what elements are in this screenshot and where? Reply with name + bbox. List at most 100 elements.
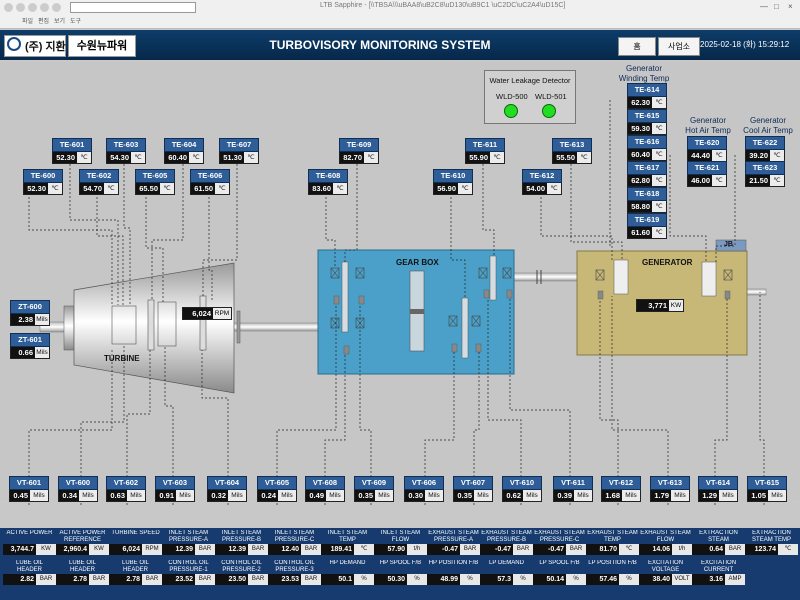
shaft-gearbox-generator: [511, 272, 581, 282]
window-title: LTB Sapphire - [\\TBSA\\\uBAA8\uB2C8\uD1…: [320, 2, 566, 9]
wld-500-label: WLD-500: [496, 92, 528, 101]
company-name: (주) 지환: [25, 41, 66, 53]
back-icon[interactable]: [4, 3, 13, 12]
turbine-bearing-2: [147, 299, 155, 351]
sensor-leader-lines: [28, 100, 765, 505]
home-nav-icon[interactable]: [40, 3, 49, 12]
turbine-inlet-flange: [63, 305, 75, 351]
junction-box: [715, 239, 747, 252]
gearbox-bearings: [330, 267, 512, 329]
menu-file[interactable]: 파일: [22, 19, 34, 25]
turbine-bearing-1: [111, 305, 137, 345]
shaft-turbine-gearbox: [232, 322, 324, 332]
close-icon[interactable]: ×: [788, 2, 793, 11]
param-active-power-reference: ACTIVE POWER REFERENCE SIGNAL2,960.4KW: [56, 530, 109, 555]
page-title: TURBOVISORY MONITORING SYSTEM: [269, 38, 491, 52]
generator-power-readout: 3,771 KW: [636, 299, 684, 312]
plant-brand: 수원뉴파워: [68, 35, 136, 57]
logo-icon: [7, 37, 21, 51]
turbine-bearing-4: [199, 295, 207, 351]
gearbox-probes: [333, 289, 513, 355]
water-leakage-title: Water Leakage Detector: [489, 76, 571, 85]
home-button[interactable]: 홈: [618, 37, 656, 56]
plant-button[interactable]: 사업소: [658, 37, 700, 56]
menu-edit[interactable]: 편집: [38, 19, 50, 25]
forward-icon[interactable]: [16, 3, 25, 12]
generator-body: [576, 250, 748, 356]
gearbox-pinion-3: [489, 255, 497, 301]
refresh-icon[interactable]: [28, 3, 37, 12]
generator-bearing-nde: [701, 261, 717, 297]
menu-view[interactable]: 보기: [54, 19, 66, 25]
maximize-icon[interactable]: □: [774, 2, 779, 11]
generator-bearing-marks: [595, 269, 733, 281]
address-input[interactable]: [70, 2, 196, 13]
gearbox-pinion-2: [461, 297, 469, 359]
menu-tools[interactable]: 도구: [70, 19, 82, 25]
favorite-icon[interactable]: [52, 3, 61, 12]
minimize-icon[interactable]: —: [760, 2, 768, 11]
power-value: 3,771: [637, 300, 669, 311]
speed-unit: RPM: [213, 308, 231, 319]
